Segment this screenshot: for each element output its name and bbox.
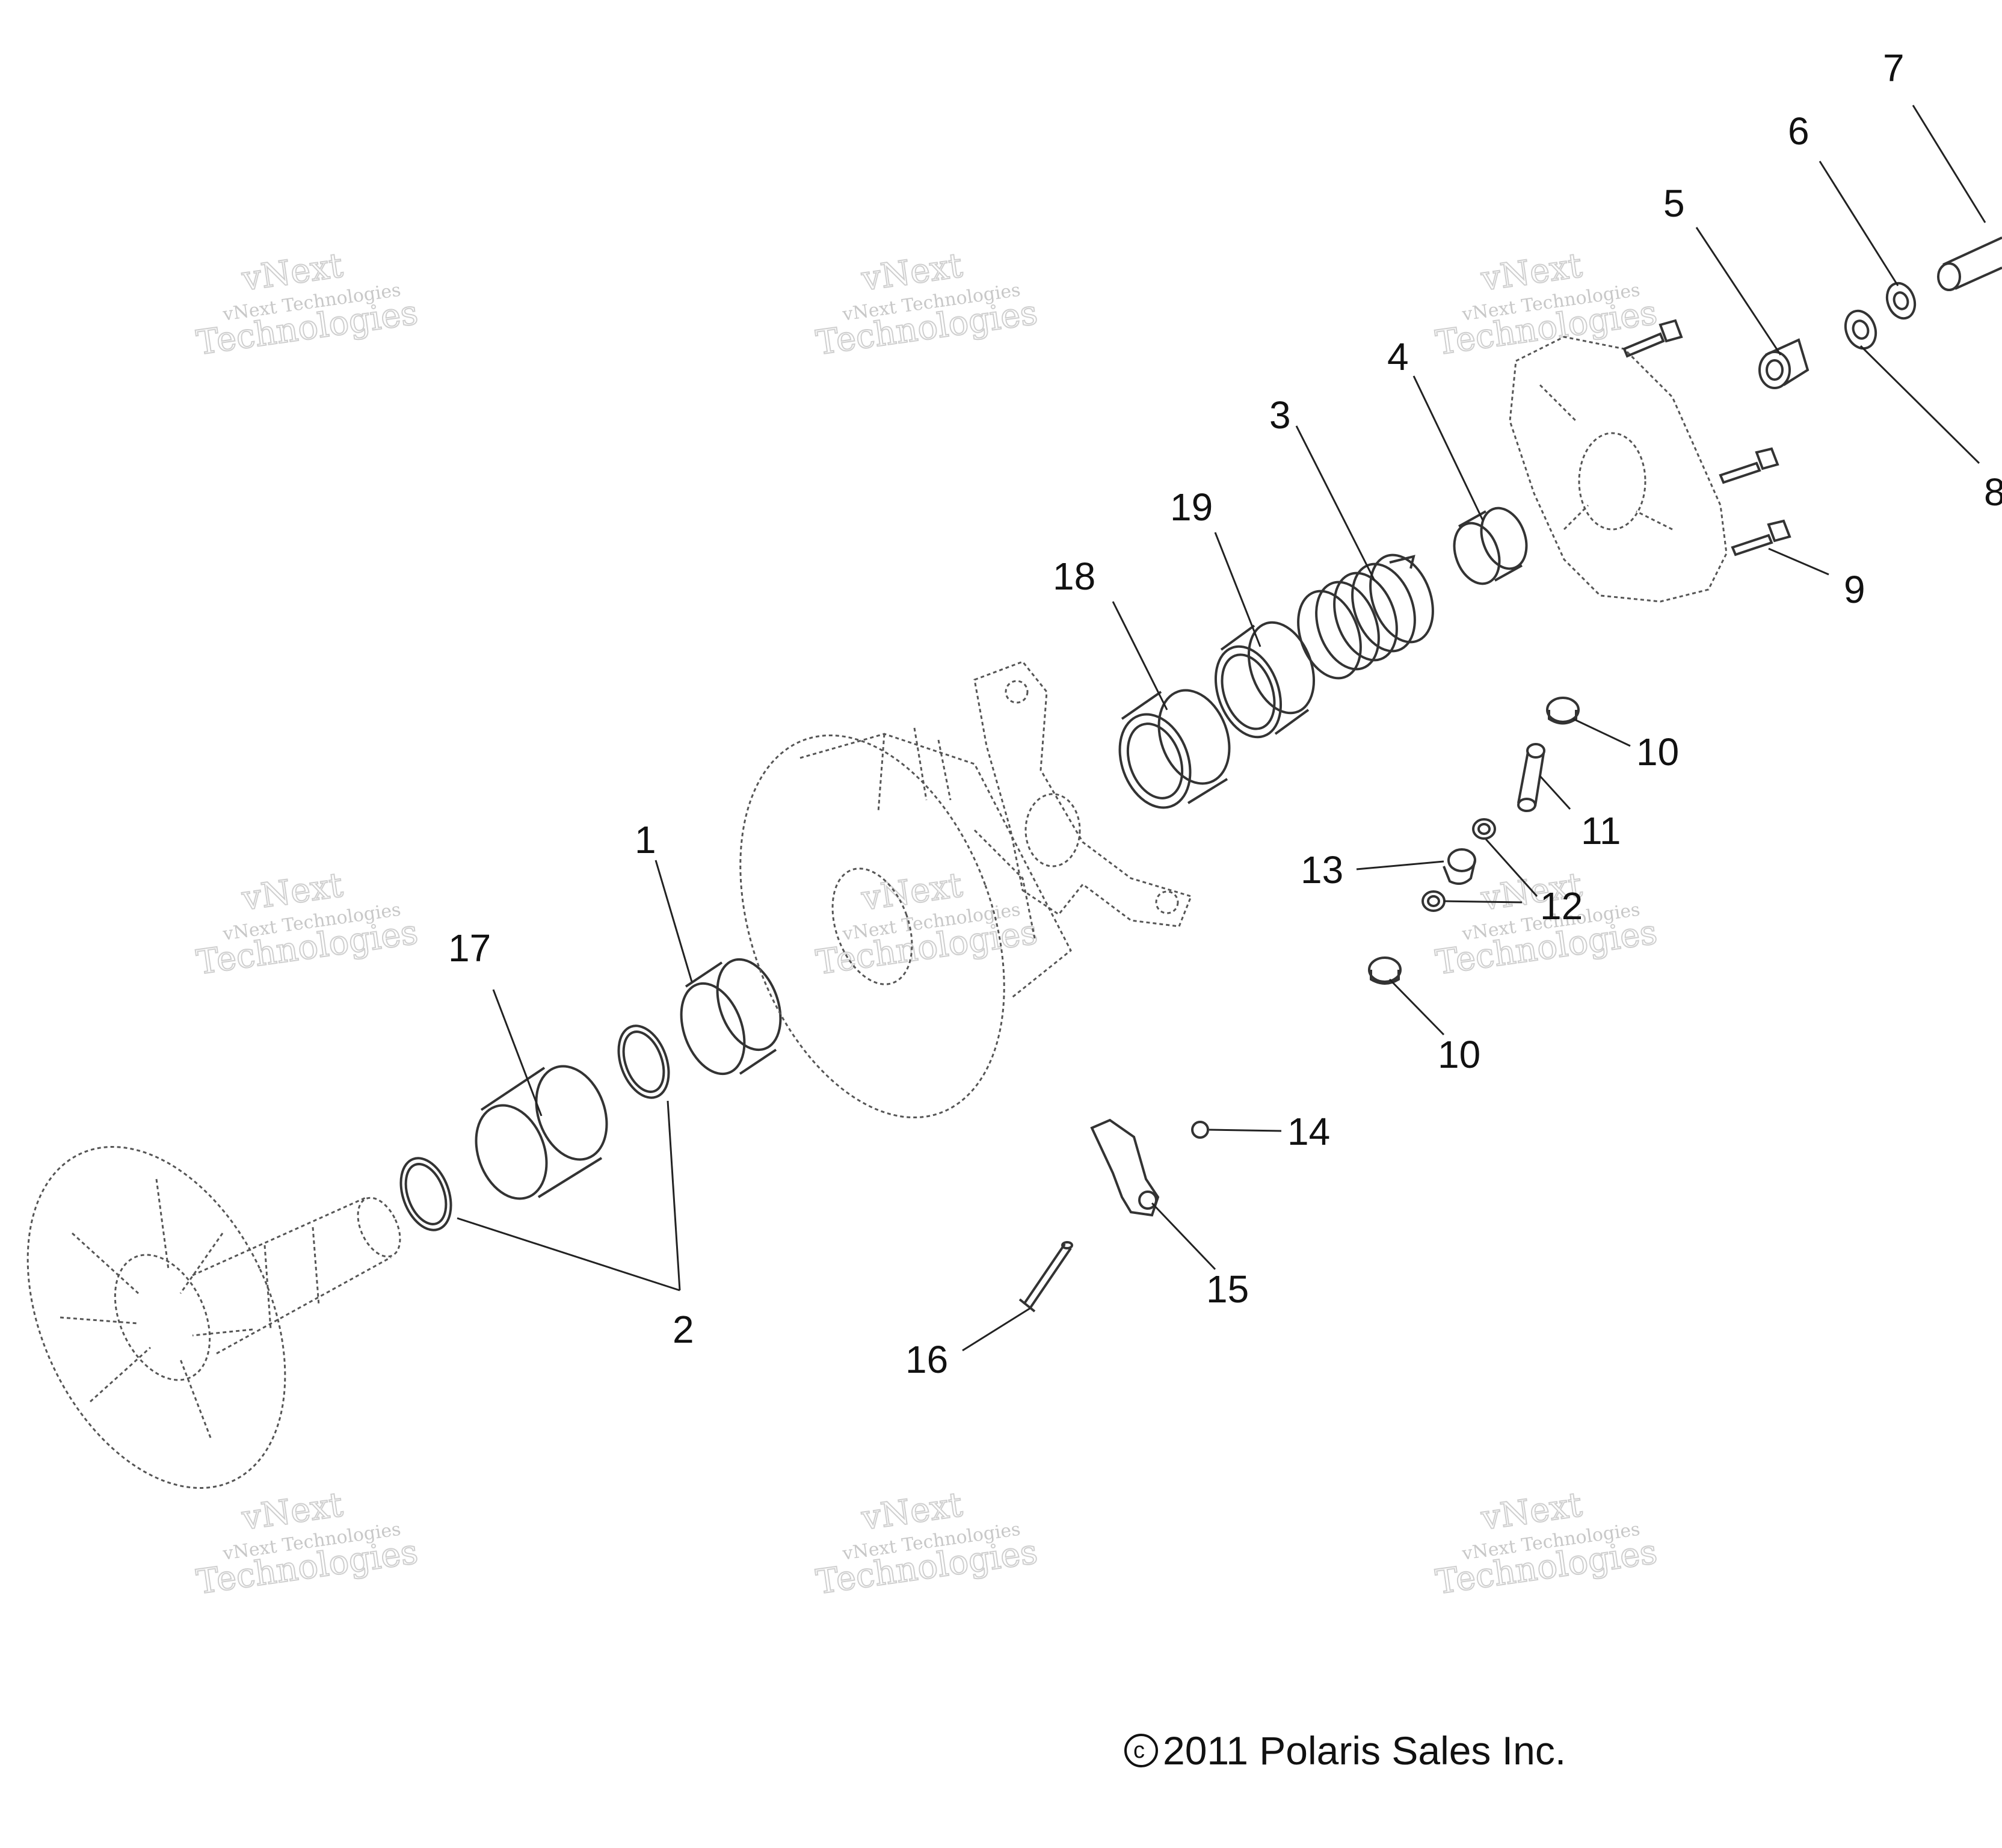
plug-part-10a — [1546, 697, 1580, 725]
bushing-part-19 — [1214, 621, 1316, 739]
watermark: vNext vNext Technologies Technologies — [194, 245, 421, 363]
callout-2: 2 — [673, 1308, 694, 1351]
cover-part — [1509, 336, 1728, 603]
callout-18: 18 — [1053, 555, 1095, 598]
fixed-sheave-shaft-part — [26, 1145, 401, 1489]
weight-part-15 — [1090, 1118, 1160, 1217]
sleeve-part-17 — [475, 1065, 608, 1200]
washer-part-6 — [1885, 282, 1917, 320]
watermark: vNext vNext Technologies Technologies — [813, 865, 1041, 983]
bolt-part-9c — [1731, 519, 1791, 556]
callout-12: 12 — [1540, 884, 1583, 928]
copyright-symbol: c — [1133, 1738, 1145, 1763]
watermark: vNext vNext Technologies Technologies — [813, 245, 1041, 363]
bushing-part-4 — [1453, 507, 1528, 585]
nut-part-14 — [1191, 1121, 1209, 1139]
callout-8: 8 — [1984, 470, 2002, 514]
bushing-part-1 — [680, 958, 782, 1076]
bushing-part-5 — [1758, 338, 1810, 389]
watermark-grid: vNext vNext Technologies Technologies vN… — [194, 245, 1660, 1603]
callout-7: 7 — [1883, 46, 1905, 90]
callout-16: 16 — [905, 1338, 948, 1381]
callout-15: 15 — [1206, 1267, 1249, 1311]
washer-part-8 — [1844, 309, 1877, 350]
plug-part-10b — [1368, 956, 1402, 985]
pin-part-11 — [1517, 743, 1545, 812]
spring-part-3 — [1297, 553, 1434, 680]
watermark: vNext vNext Technologies Technologies — [1433, 245, 1660, 363]
copyright-text: 2011 Polaris Sales Inc. — [1163, 1728, 1566, 1773]
callout-3: 3 — [1269, 393, 1291, 437]
ring-part-2a — [399, 1157, 452, 1231]
watermark: vNext vNext Technologies Technologies — [194, 1485, 421, 1603]
spider-part — [973, 661, 1193, 928]
callout-4: 4 — [1387, 335, 1409, 378]
callout-9: 9 — [1844, 568, 1865, 611]
callout-14: 14 — [1287, 1110, 1330, 1153]
shaft-part-7 — [1937, 236, 2002, 291]
callout-1: 1 — [635, 818, 656, 861]
leader-lines — [457, 105, 1986, 1352]
pin-part-16 — [1018, 1241, 1073, 1313]
callout-6: 6 — [1788, 109, 1810, 153]
moveable-sheave-part — [739, 727, 1072, 1119]
callout-13: 13 — [1301, 848, 1343, 892]
bolt-part-9b — [1719, 447, 1779, 484]
callout-labels: 1 2 3 4 5 6 7 8 9 10 10 11 12 13 14 15 1… — [448, 46, 2002, 1381]
callout-10a: 10 — [1636, 730, 1679, 774]
callout-19: 19 — [1170, 485, 1213, 529]
watermark: vNext vNext Technologies Technologies — [194, 865, 421, 983]
callout-10b: 10 — [1438, 1033, 1480, 1076]
watermark: vNext vNext Technologies Technologies — [813, 1485, 1041, 1603]
ring-part-2b — [617, 1024, 670, 1099]
washer-part-12b — [1421, 890, 1446, 912]
copyright-circle — [1124, 1734, 1158, 1767]
callout-11: 11 — [1581, 809, 1621, 852]
bushing-part-18 — [1118, 689, 1231, 809]
copyright-notice: c 2011 Polaris Sales Inc. — [1124, 1728, 1566, 1773]
washer-part-12a — [1472, 818, 1496, 840]
bolt-part-9a — [1622, 319, 1683, 358]
callout-5: 5 — [1663, 182, 1685, 225]
callout-17: 17 — [448, 926, 491, 970]
roller-part-13 — [1443, 848, 1476, 885]
watermark: vNext vNext Technologies Technologies — [1433, 1485, 1660, 1603]
